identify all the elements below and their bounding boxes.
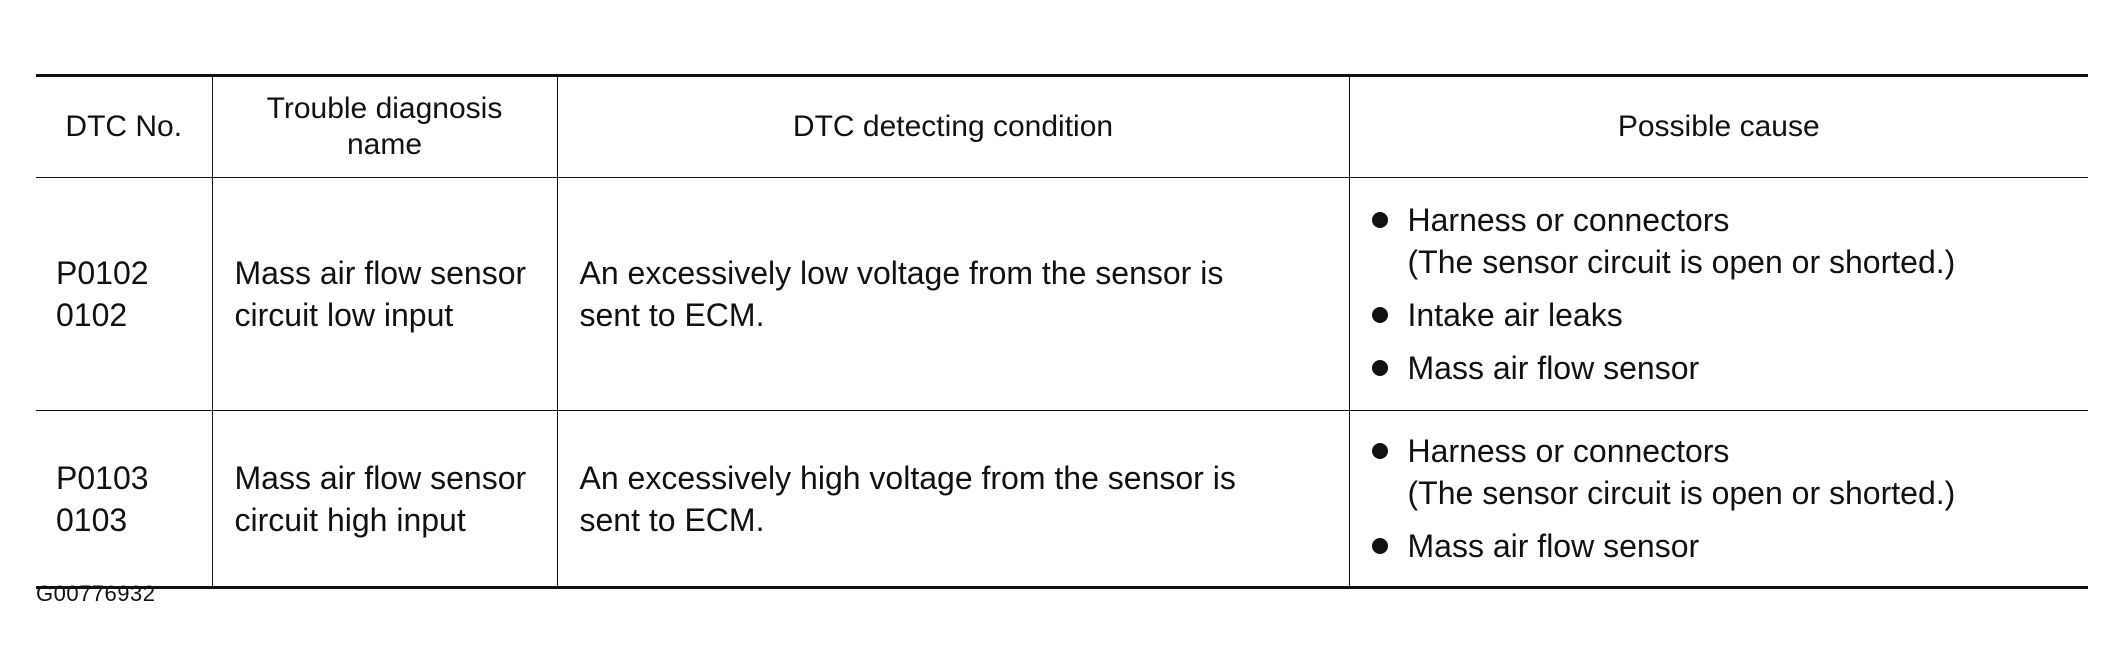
cause-note: (The sensor circuit is open or shorted.) bbox=[1407, 475, 1956, 511]
cause-text: Intake air leaks bbox=[1407, 297, 1623, 333]
bullet-icon bbox=[1371, 443, 1388, 459]
header-condition: DTC detecting condition bbox=[556, 75, 1349, 178]
dtc-table: DTC No. Trouble diagnosis name DTC detec… bbox=[36, 74, 2088, 589]
header-cause: Possible cause bbox=[1348, 75, 2088, 178]
cause-text: Harness or connectors bbox=[1407, 433, 1730, 469]
detecting-condition: An excessively low voltage from the sens… bbox=[556, 177, 1349, 411]
possible-causes: Harness or connectors (The sensor circui… bbox=[1348, 177, 2089, 411]
cause-note: (The sensor circuit is open or shorted.) bbox=[1407, 244, 1956, 280]
bullet-icon bbox=[1371, 212, 1388, 228]
cause-text: Harness or connectors bbox=[1407, 202, 1730, 238]
cause-text: Mass air flow sensor bbox=[1407, 528, 1700, 564]
bullet-icon bbox=[1371, 538, 1388, 554]
table-header-row: DTC No. Trouble diagnosis name DTC detec… bbox=[36, 75, 2088, 178]
header-trouble-name: Trouble diagnosis name bbox=[211, 75, 557, 178]
dtc-code: P0103 0103 bbox=[56, 459, 149, 538]
figure-id: G00776932 bbox=[36, 581, 156, 606]
cause-item: Harness or connectors (The sensor circui… bbox=[1371, 430, 2089, 514]
cause-item: Mass air flow sensor bbox=[1371, 347, 2089, 389]
bullet-icon bbox=[1371, 360, 1388, 376]
trouble-name: Mass air flow sensor circuit low input bbox=[211, 177, 557, 411]
cause-item: Mass air flow sensor bbox=[1371, 525, 2089, 567]
dtc-table-container: DTC No. Trouble diagnosis name DTC detec… bbox=[36, 74, 2088, 589]
cause-item: Harness or connectors (The sensor circui… bbox=[1371, 199, 2089, 283]
cause-text: Mass air flow sensor bbox=[1407, 350, 1700, 386]
trouble-name: Mass air flow sensor circuit high input bbox=[211, 410, 557, 588]
cause-item: Intake air leaks bbox=[1371, 294, 2089, 336]
bullet-icon bbox=[1371, 307, 1388, 323]
possible-causes: Harness or connectors (The sensor circui… bbox=[1348, 410, 2089, 588]
table-row: P0102 0102 Mass air flow sensor circuit … bbox=[36, 177, 2089, 411]
dtc-code: P0102 0102 bbox=[56, 255, 149, 333]
detecting-condition: An excessively high voltage from the sen… bbox=[556, 410, 1349, 588]
header-dtc-no: DTC No. bbox=[65, 110, 183, 143]
table-row: P0103 0103 Mass air flow sensor circuit … bbox=[36, 410, 2089, 588]
